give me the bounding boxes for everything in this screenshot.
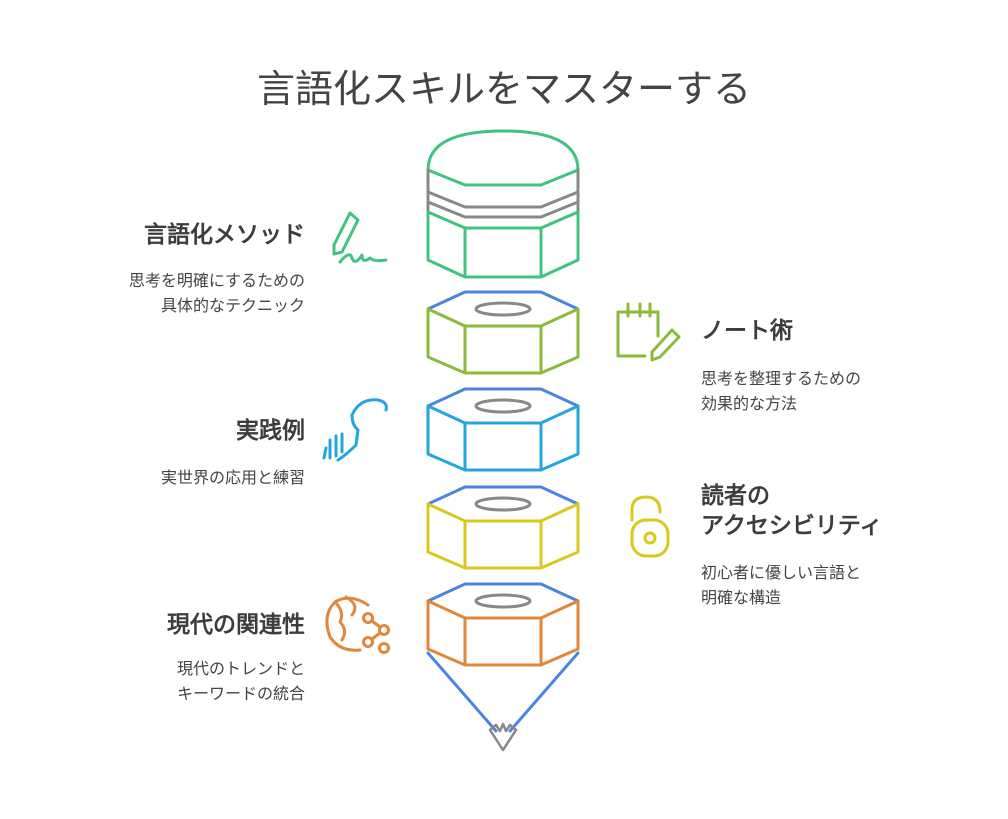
pen-signature-icon <box>332 211 388 264</box>
speaking-head-icon <box>322 398 388 462</box>
desc-line: 思考を明確にするための <box>128 271 305 290</box>
page-title: 言語化スキルをマスターする <box>256 67 751 111</box>
desc-line: 効果的な方法 <box>701 394 798 413</box>
desc-method: 思考を明確にするための具体的なテクニック <box>129 268 305 318</box>
desc-line: 初心者に優しい言語と <box>701 563 862 582</box>
pencil-segment <box>426 387 580 472</box>
heading-line: アクセシビリティ <box>701 513 883 539</box>
desc-line: 思考を整理するための <box>701 369 862 388</box>
heading-practice: 実践例 <box>236 418 305 444</box>
pencil-segment <box>426 290 580 375</box>
unlock-icon <box>630 495 670 558</box>
notepad-pen-icon <box>616 302 681 362</box>
desc-practice: 実世界の応用と練習 <box>160 468 305 487</box>
heading-method: 言語化メソッド <box>144 222 305 248</box>
pencil-segment <box>426 485 580 570</box>
desc-line: キーワードの統合 <box>176 684 305 703</box>
pencil-top-segment <box>426 129 580 279</box>
desc-accessibility: 初心者に優しい言語と明確な構造 <box>701 560 861 610</box>
heading-line: 読者の <box>701 483 770 509</box>
heading-accessibility: 読者のアクセシビリティ <box>701 481 882 541</box>
heading-relevance: 現代の関連性 <box>167 612 305 638</box>
heading-notes: ノート術 <box>701 318 793 344</box>
desc-line: 明確な構造 <box>701 588 782 607</box>
pencil-tip <box>426 651 580 752</box>
desc-line: 具体的なテクニック <box>160 296 305 315</box>
desc-relevance: 現代のトレンドとキーワードの統合 <box>177 656 305 706</box>
desc-line: 現代のトレンドと <box>176 659 305 678</box>
desc-notes: 思考を整理するための効果的な方法 <box>701 366 861 416</box>
pencil-segment <box>426 582 580 667</box>
globe-share-icon <box>325 595 390 654</box>
